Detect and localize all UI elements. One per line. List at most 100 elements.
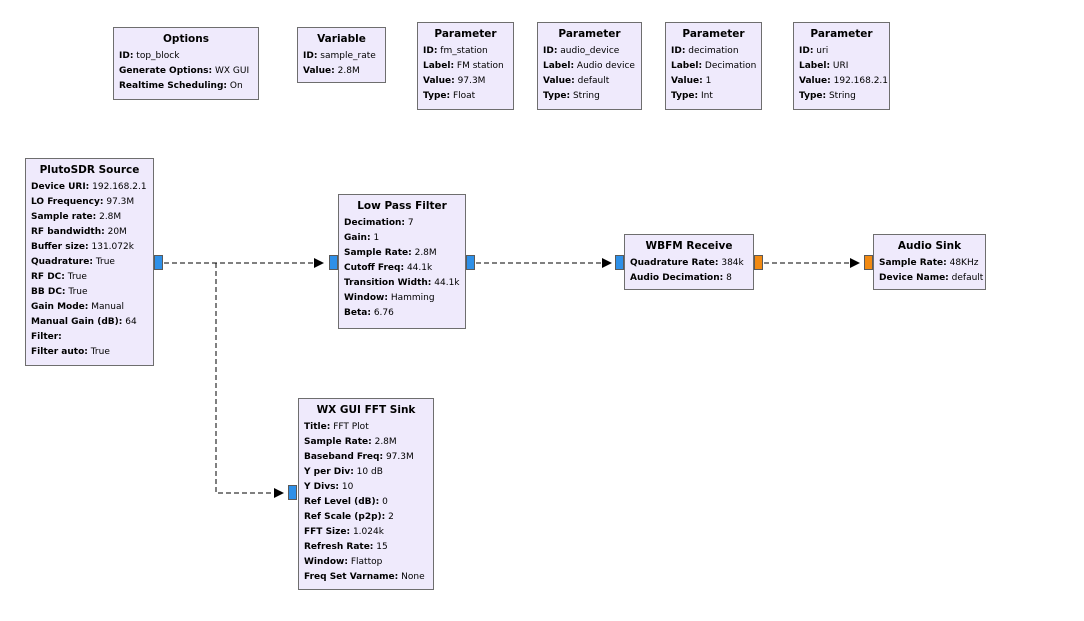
param-row: RF bandwidth: 20M (31, 225, 148, 240)
param-value: 2.8M (99, 212, 122, 222)
param-value: 384k (721, 258, 744, 268)
param-key: Value: (303, 66, 335, 76)
param-row: Value: 97.3M (423, 74, 508, 89)
param-key: Filter auto: (31, 347, 88, 357)
param-key: Label: (423, 61, 455, 71)
wbfm-output-port[interactable] (754, 255, 763, 270)
param-key: Sample Rate: (304, 437, 372, 447)
param-value: 2.8M (337, 66, 360, 76)
param-row: Beta: 6.76 (344, 306, 460, 321)
param-value: True (90, 347, 110, 357)
param-key: Title: (304, 422, 331, 432)
param-key: Device URI: (31, 182, 90, 192)
param-value: top_block (136, 51, 180, 61)
param-key: Quadrature Rate: (630, 258, 719, 268)
param-key: Label: (671, 61, 703, 71)
param-value: Manual (91, 302, 124, 312)
param-value: 15 (376, 542, 388, 552)
param-value: Float (452, 91, 476, 101)
fftsink-input-port[interactable] (288, 485, 297, 500)
param-row: Value: default (543, 74, 636, 89)
param-row: Value: 2.8M (303, 64, 380, 79)
block-title: Parameter (558, 28, 621, 40)
param-row: Filter: (31, 330, 148, 345)
param-key: Buffer size: (31, 242, 89, 252)
block-title: Low Pass Filter (357, 200, 447, 212)
param-key: Gain Mode: (31, 302, 89, 312)
param-row: Window: Hamming (344, 291, 460, 306)
audiosink-input-port[interactable] (864, 255, 873, 270)
block-title: Audio Sink (897, 240, 962, 252)
param-row: Type: Int (671, 89, 756, 104)
param-key: Type: (671, 91, 699, 101)
param-value: 10 (341, 482, 354, 492)
param-row: Device Name: default (879, 271, 983, 286)
param-value: 8 (726, 273, 732, 283)
param-row: ID: sample_rate (303, 49, 380, 64)
param-value: sample_rate (320, 51, 376, 61)
param-value: FFT Plot (333, 422, 369, 432)
connection-source-to-fftsink[interactable] (215, 263, 284, 498)
param-value: 192.168.2.1 (833, 76, 889, 86)
param-row: Freq Set Varname: None (304, 570, 428, 585)
block-title: PlutoSDR Source (39, 164, 140, 176)
param-row: Realtime Scheduling: On (119, 79, 253, 94)
param-value: 6.76 (373, 308, 394, 318)
param-key: ID: (799, 46, 814, 56)
param-value: audio_device (560, 46, 620, 56)
wbfm-input-port[interactable] (615, 255, 624, 270)
param-value: String (828, 91, 856, 101)
param-row: Sample rate: 2.8M (31, 210, 148, 225)
param-row: Filter auto: True (31, 345, 148, 360)
param-key: Generate Options: (119, 66, 213, 76)
plutosdr-output-port[interactable] (154, 255, 163, 270)
param-row: Buffer size: 131.072k (31, 240, 148, 255)
param-key: ID: (543, 46, 558, 56)
param-value: 7 (407, 218, 414, 228)
param-key: Type: (423, 91, 451, 101)
param-value: Audio device (576, 61, 635, 71)
param-value: None (401, 572, 425, 582)
param-row: Refresh Rate: 15 (304, 540, 428, 555)
param-value: Decimation (704, 61, 757, 71)
param-row: Decimation: 7 (344, 216, 460, 231)
param-key: Audio Decimation: (630, 273, 724, 283)
param-row: ID: audio_device (543, 44, 636, 59)
param-row: ID: top_block (119, 49, 253, 64)
param-key: Sample rate: (31, 212, 97, 222)
param-row: Gain Mode: Manual (31, 300, 148, 315)
param-key: Value: (543, 76, 575, 86)
param-row: ID: fm_station (423, 44, 508, 59)
param-key: Value: (423, 76, 455, 86)
param-value: String (572, 91, 600, 101)
param-key: Y Divs: (304, 482, 340, 492)
param-value: 131.072k (91, 242, 134, 252)
param-row: FFT Size: 1.024k (304, 525, 428, 540)
param-row: Sample Rate: 2.8M (344, 246, 460, 261)
param-key: Value: (799, 76, 831, 86)
param-value: True (67, 272, 87, 282)
param-value: decimation (688, 46, 739, 56)
param-row: Label: Decimation (671, 59, 756, 74)
lowpass-input-port[interactable] (329, 255, 338, 270)
param-key: Filter: (31, 332, 62, 342)
lowpass-output-port[interactable] (466, 255, 475, 270)
param-row: Type: String (799, 89, 884, 104)
param-value: 2.8M (374, 437, 397, 447)
param-value: True (95, 257, 115, 267)
param-row: Quadrature Rate: 384k (630, 256, 748, 271)
